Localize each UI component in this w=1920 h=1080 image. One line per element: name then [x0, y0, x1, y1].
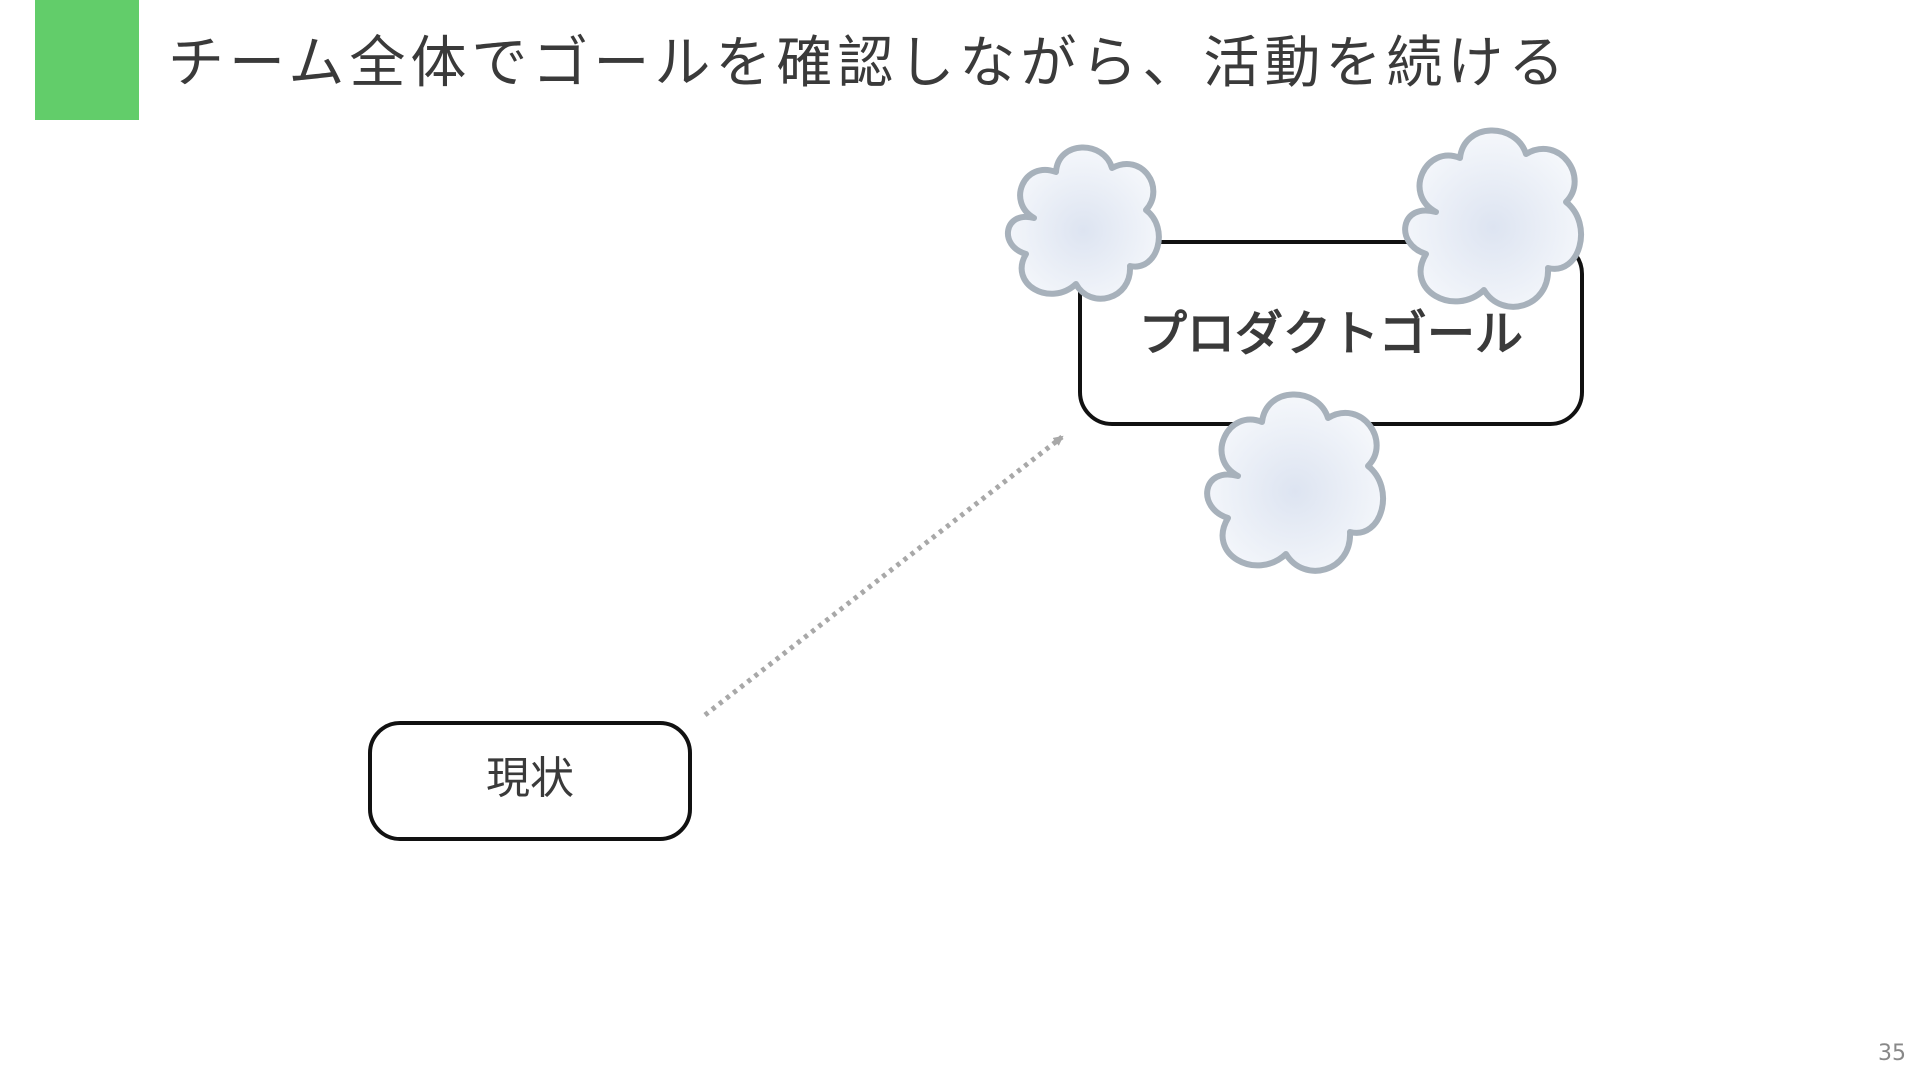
cloud-icon	[1402, 127, 1584, 310]
cloud-icon	[1005, 144, 1162, 302]
progress-arrow	[703, 435, 1064, 717]
title-accent-bar	[35, 0, 139, 120]
node-product-goal-label: プロダクトゴール	[1139, 306, 1523, 362]
node-current-state-box	[368, 721, 692, 841]
page-number: 35	[1878, 1041, 1906, 1066]
slide-title: チーム全体でゴールを確認しながら、活動を続ける	[168, 31, 1570, 96]
node-current-state-label: 現状	[486, 753, 574, 804]
node-current-state: 現状	[368, 721, 692, 841]
cloud-icon	[1204, 391, 1386, 574]
